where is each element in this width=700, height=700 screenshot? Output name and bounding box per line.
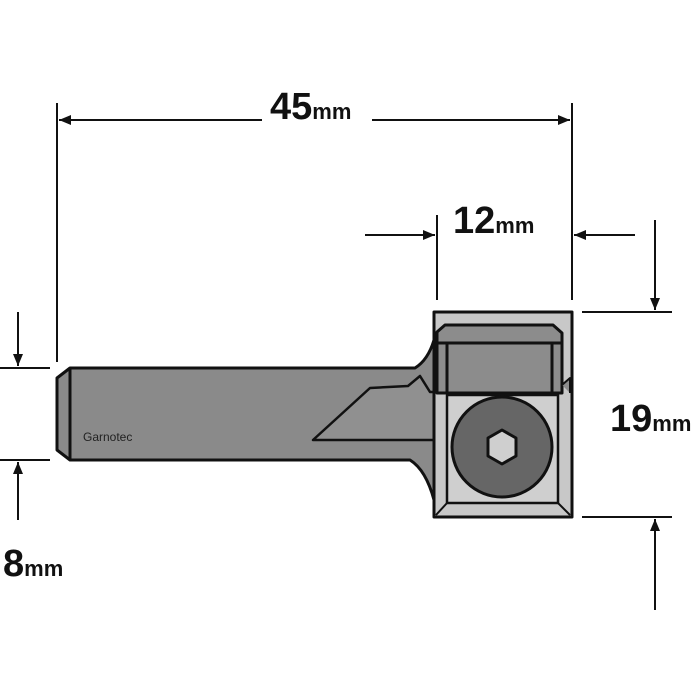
top-insert-chamfer — [435, 323, 564, 345]
shank-diameter-label: 8mm — [3, 543, 64, 585]
top-insert — [435, 341, 564, 395]
overall-length-label: 45mm — [270, 86, 352, 128]
cutting-diameter-label: 19mm — [610, 398, 692, 440]
brand-label: Garnotec — [83, 430, 133, 444]
cutting-length-label: 12mm — [453, 200, 535, 242]
torx-icon — [486, 428, 518, 466]
